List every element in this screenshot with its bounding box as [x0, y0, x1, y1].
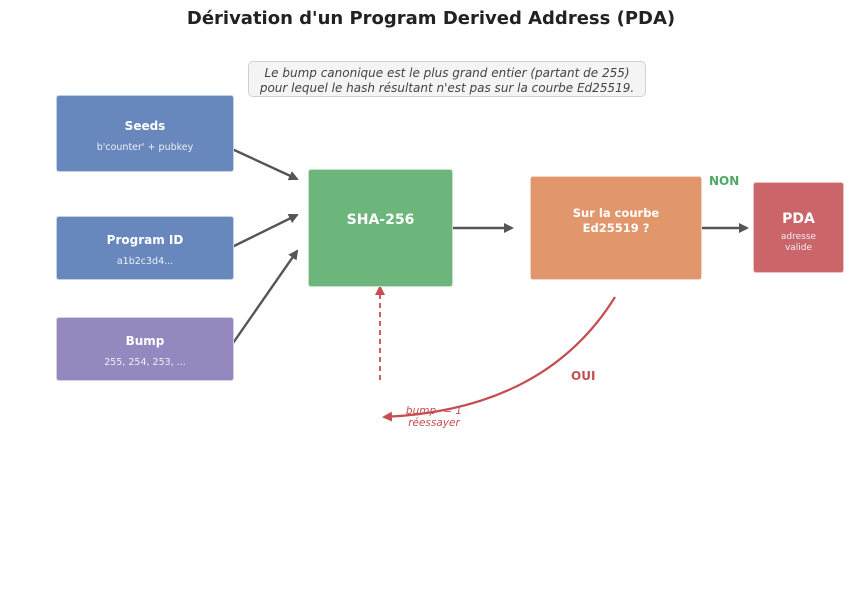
node-curve-line-2: Ed25519 ? [582, 221, 650, 235]
node-seeds-label: Seeds [124, 119, 166, 133]
node-curve-check-label: Sur la courbe Ed25519 ? [531, 206, 701, 236]
diagram-title: Dérivation d'un Program Derived Address … [186, 8, 676, 29]
node-program-id-sublabel: a1b2c3d4... [116, 256, 174, 267]
node-bump: Bump 255, 254, 253, ... [56, 317, 234, 381]
retry-line-1: bump -= 1 [405, 405, 463, 417]
edge-label-retry: bump -= 1 réessayer [398, 405, 470, 429]
node-bump-sublabel: 255, 254, 253, ... [104, 357, 186, 368]
node-bump-label: Bump [125, 334, 165, 348]
arrow-bump-to-sha [230, 249, 299, 347]
node-pda-line-1: adresse [780, 232, 817, 242]
node-pda-sublabel: adresse valide [754, 232, 843, 254]
edge-label-oui: OUI [571, 369, 596, 383]
arrow-programid-to-sha [231, 213, 299, 249]
note-line-2: pour lequel le hash résultant n'est pas … [259, 81, 635, 95]
node-program-id: Program ID a1b2c3d4... [56, 216, 234, 280]
node-sha256: SHA-256 [308, 169, 453, 287]
node-curve-line-1: Sur la courbe [572, 206, 660, 220]
note-box: Le bump canonique est le plus grand enti… [248, 61, 646, 97]
note-line-1: Le bump canonique est le plus grand enti… [264, 66, 630, 80]
node-pda-label: PDA [782, 211, 815, 227]
retry-line-2: réessayer [408, 417, 460, 429]
edge-label-non: NON [709, 174, 740, 188]
node-pda: PDA adresse valide [753, 182, 844, 273]
node-program-id-label: Program ID [106, 233, 184, 247]
node-seeds: Seeds b'counter' + pubkey [56, 95, 234, 172]
node-pda-line-2: valide [784, 243, 813, 253]
arrow-oui-retry [382, 296, 616, 422]
node-sha256-label: SHA-256 [346, 212, 415, 228]
arrow-seeds-to-sha [231, 147, 299, 181]
node-curve-check: Sur la courbe Ed25519 ? [530, 176, 702, 280]
node-seeds-sublabel: b'counter' + pubkey [96, 142, 194, 153]
